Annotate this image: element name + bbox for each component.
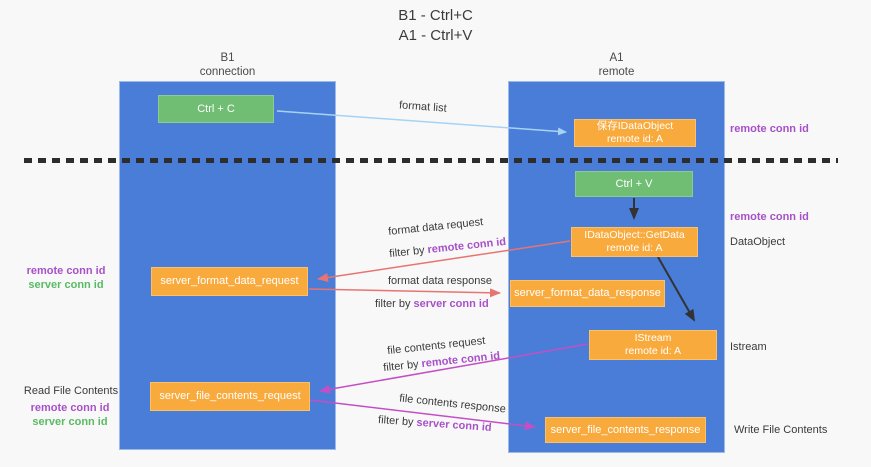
server-file-contents-response-label: server_file_contents_response	[550, 423, 701, 436]
ctrl-c-label: Ctrl + C	[197, 102, 235, 115]
istream-line1: IStream	[634, 332, 672, 344]
getdata-line2: remote id: A	[606, 242, 663, 254]
lane-a1-subtitle: remote	[598, 66, 635, 78]
server-conn-id-text: server conn id	[413, 298, 489, 310]
server-file-contents-request-box: server_file_contents_request	[150, 382, 310, 411]
save-idataobject-box: 保存IDataObject remote id: A	[574, 119, 696, 147]
ctrl-v-label: Ctrl + V	[615, 177, 653, 190]
save-idataobject-line1: 保存IDataObject	[596, 120, 674, 132]
lane-header-a1: A1 remote	[508, 51, 725, 79]
istream-line2: remote id: A	[624, 345, 682, 357]
server-file-contents-response-box: server_file_contents_response	[545, 417, 706, 443]
page-title: B1 - Ctrl+C A1 - Ctrl+V	[0, 6, 871, 46]
read-file-contents-label: Read File Contents	[23, 385, 119, 397]
server-file-contents-request-label: server_file_contents_request	[159, 390, 301, 402]
left-remote-conn-id-top-label: remote conn id	[26, 265, 106, 277]
server-format-data-request-label: server_format_data_request	[160, 275, 299, 287]
ctrl-c-box: Ctrl + C	[158, 95, 274, 123]
arrow-file-contents-response	[309, 399, 536, 431]
server-format-data-request-box: server_format_data_request	[151, 267, 308, 296]
istream-side-label: Istream	[730, 341, 767, 353]
lane-header-b1: B1 connection	[119, 51, 336, 79]
format-data-response-label: format data response	[388, 275, 492, 287]
server-format-data-response-box: server_format_data_response	[510, 280, 665, 307]
lane-b1-subtitle: connection	[199, 66, 256, 78]
filter-by-text: filter by	[377, 414, 414, 429]
left-conn-id-group-top: remote conn id server conn id	[16, 264, 116, 292]
left-server-conn-id-bottom-label: server conn id	[32, 416, 108, 428]
right-remote-conn-id-top-label: remote conn id	[730, 123, 809, 135]
arrow-format-list	[276, 110, 567, 136]
filter-by-text: filter by	[375, 298, 411, 310]
dashed-divider	[24, 158, 838, 163]
left-server-conn-id-top-label: server conn id	[28, 279, 104, 291]
right-remote-conn-id-mid-label: remote conn id	[730, 211, 809, 223]
istream-box: IStream remote id: A	[589, 330, 717, 360]
title-line-1: B1 - Ctrl+C	[398, 7, 473, 24]
title-line-2: A1 - Ctrl+V	[398, 27, 473, 44]
arrow-format-data-response	[308, 288, 501, 298]
left-conn-id-group-bottom: remote conn id server conn id	[20, 401, 120, 429]
idataobject-getdata-box: IDataObject::GetData remote id: A	[571, 227, 698, 257]
arrow-getdata-to-istream	[657, 256, 695, 322]
arrow-file-contents-request	[319, 343, 589, 394]
write-file-contents-label: Write File Contents	[734, 424, 828, 436]
dataobject-label: DataObject	[730, 236, 786, 248]
arrow-format-data-request	[317, 240, 571, 282]
lane-a1-name: A1	[609, 52, 624, 64]
ctrl-v-box: Ctrl + V	[575, 171, 693, 197]
server-format-data-response-label: server_format_data_response	[514, 287, 661, 299]
getdata-line1: IDataObject::GetData	[584, 229, 685, 241]
left-remote-conn-id-bottom-label: remote conn id	[30, 402, 110, 414]
lane-b1-name: B1	[220, 52, 235, 64]
save-idataobject-line2: remote id: A	[606, 133, 664, 145]
